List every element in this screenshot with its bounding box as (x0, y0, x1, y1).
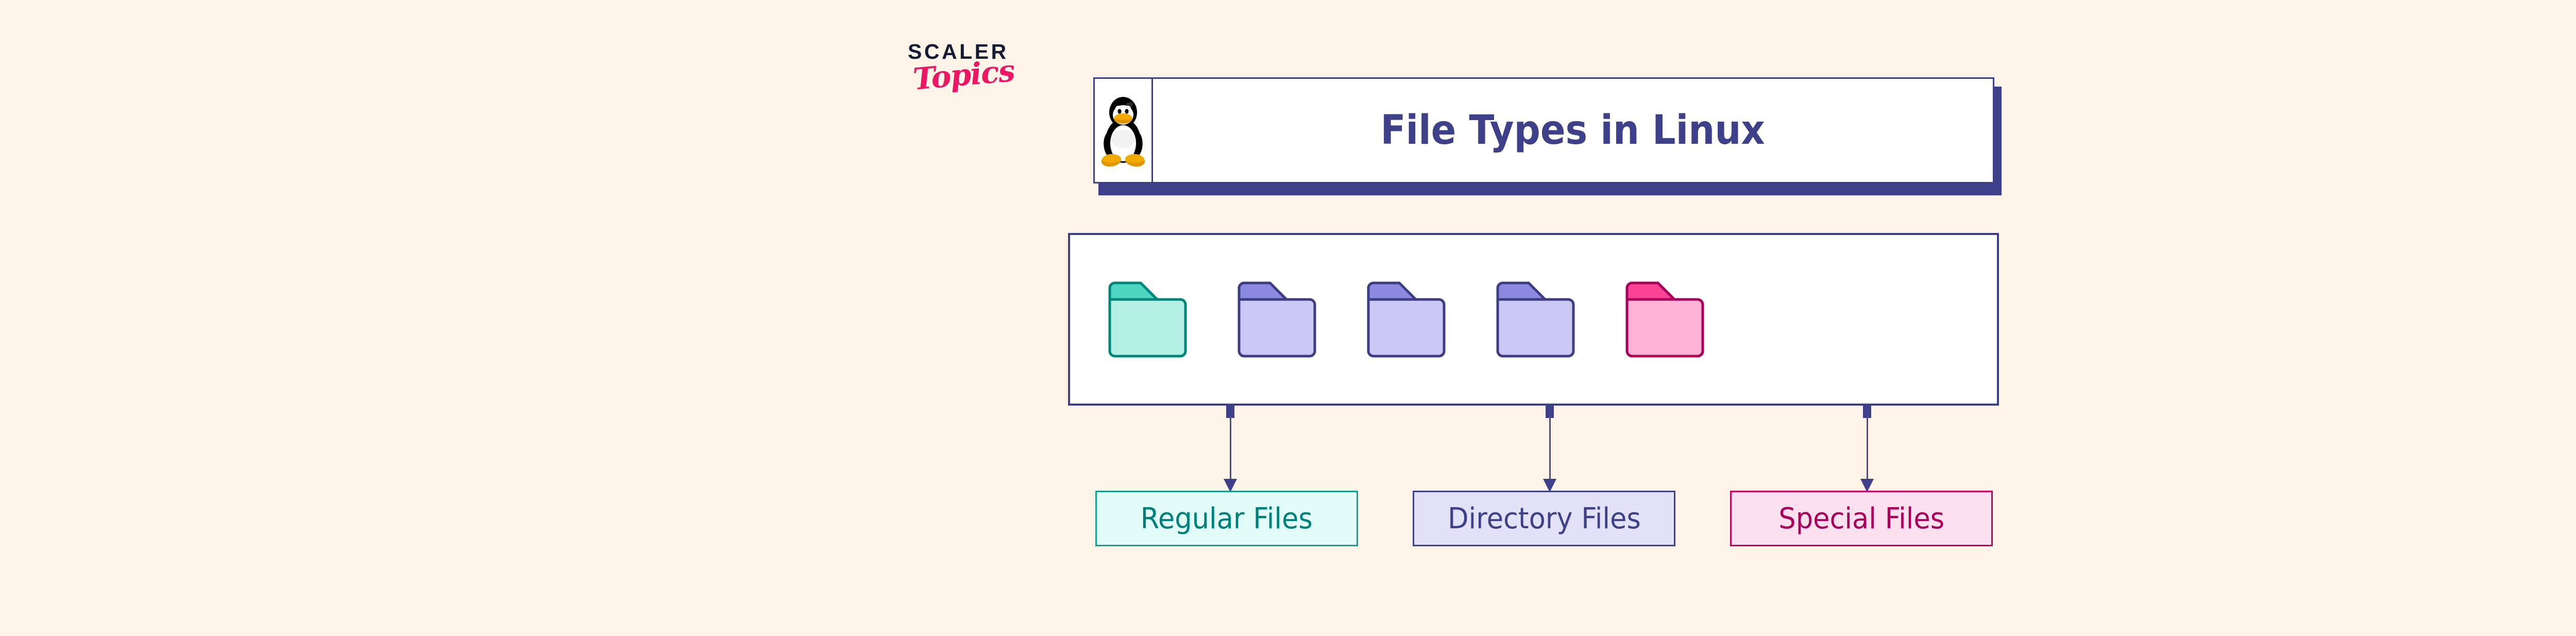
connector-stub (1226, 404, 1234, 418)
category-label-directory-files: Directory Files (1447, 501, 1641, 535)
category-label-regular-files: Regular Files (1140, 501, 1313, 535)
brand-script-topics: Topics (911, 53, 1016, 97)
connector-line (1867, 415, 1868, 480)
connector-special-files (1857, 404, 1877, 492)
connector-stub (1863, 404, 1871, 418)
tux-penguin-icon (1101, 97, 1145, 167)
arrowhead-icon (1543, 479, 1556, 492)
folder-row (1070, 235, 1997, 404)
category-label-special-files: Special Files (1778, 501, 1944, 535)
title-bar-container: File Types in Linux (1093, 77, 2002, 197)
folder-purple-3-icon[interactable] (1494, 276, 1575, 363)
scaler-topics-logo: SCALER Topics (908, 41, 1026, 108)
connector-directory-files (1539, 404, 1560, 492)
connector-stub (1546, 404, 1554, 418)
category-box-special-files[interactable]: Special Files (1730, 491, 1993, 546)
folder-teal-icon[interactable] (1106, 276, 1188, 363)
connector-regular-files (1220, 404, 1241, 492)
arrowhead-icon (1860, 479, 1874, 492)
title-bar: File Types in Linux (1093, 77, 1994, 183)
connector-line (1549, 415, 1551, 480)
connector-line (1230, 415, 1231, 480)
folder-purple-1-icon[interactable] (1235, 276, 1317, 363)
title-text-cell: File Types in Linux (1153, 79, 1993, 182)
folder-purple-2-icon[interactable] (1365, 276, 1446, 363)
category-box-directory-files[interactable]: Directory Files (1413, 491, 1675, 546)
title-logo-cell (1095, 79, 1153, 182)
folders-panel (1068, 233, 1999, 406)
page-title: File Types in Linux (1380, 107, 1766, 154)
category-box-regular-files[interactable]: Regular Files (1095, 491, 1358, 546)
brand-wordmark: SCALER (908, 40, 1009, 63)
folder-pink-icon[interactable] (1623, 276, 1705, 363)
arrowhead-icon (1224, 479, 1237, 492)
